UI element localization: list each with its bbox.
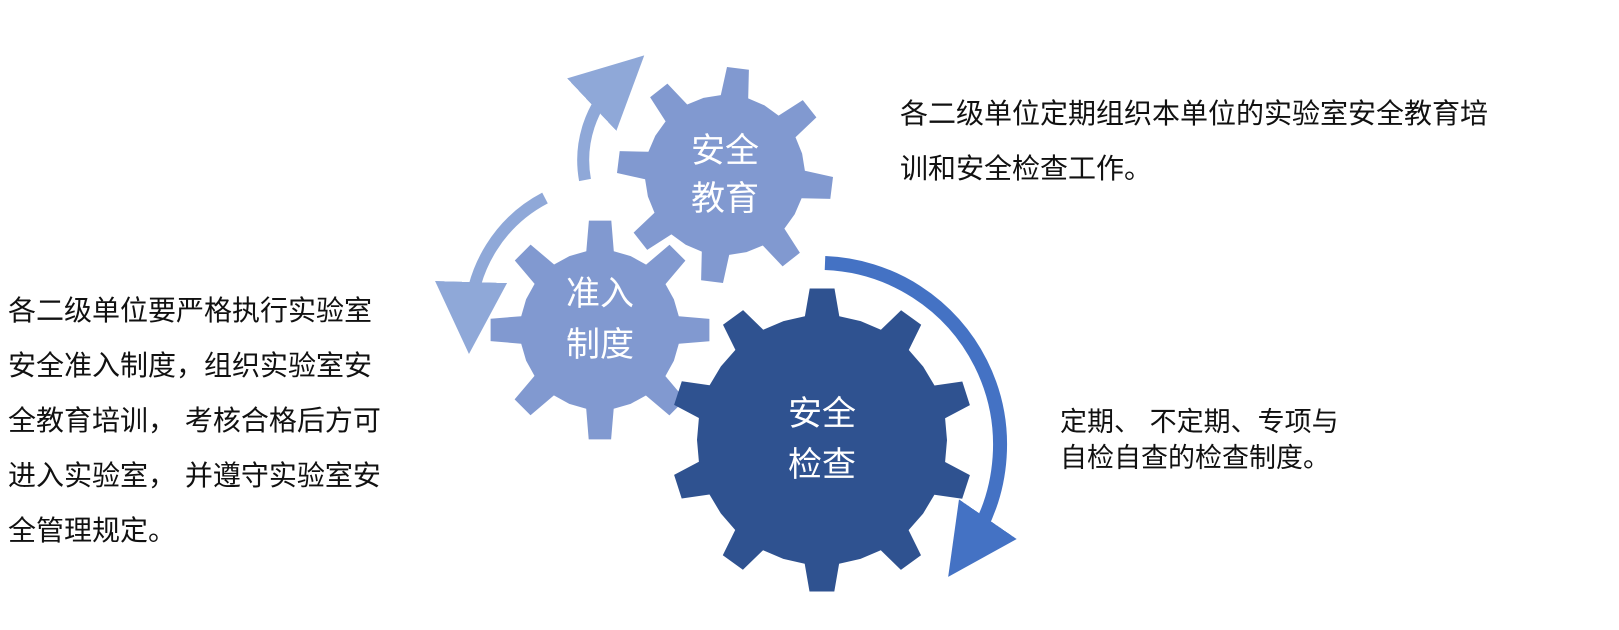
text-line: 安全准入制度，组织实验室安 (8, 349, 373, 382)
text-line: 定期、 不定期、专项与 (1060, 407, 1339, 438)
access-description: 各二级单位要严格执行实验室 安全准入制度，组织实验室安 全教育培训， 考核合格后… (8, 283, 381, 558)
cycle-arrow-top (567, 55, 645, 182)
text-line: 全管理规定。 (8, 514, 177, 547)
gear-education (617, 67, 833, 283)
gear-inspection-label-1: 安全 (788, 394, 856, 434)
gear-education-label-2: 教育 (691, 179, 759, 219)
inspection-description: 定期、 不定期、专项与 自检自查的检查制度。 (1060, 405, 1339, 477)
text-line: 训和安全检查工作。 (900, 152, 1153, 185)
cycle-arrow-right (824, 256, 1017, 577)
text-line: 自检自查的检查制度。 (1060, 443, 1330, 474)
text-line: 各二级单位要严格执行实验室 (8, 294, 373, 327)
education-description: 各二级单位定期组织本单位的实验室安全教育培 训和安全检查工作。 (900, 86, 1488, 196)
gear-access-label-2: 制度 (566, 325, 634, 365)
text-line: 全教育培训， 考核合格后方可 (8, 404, 381, 437)
gear-access (490, 220, 710, 440)
gear-inspection (674, 288, 970, 592)
gear-inspection-label-2: 检查 (788, 445, 856, 485)
text-line: 各二级单位定期组织本单位的实验室安全教育培 (900, 97, 1489, 130)
text-line: 进入实验室， 并遵守实验室安 (8, 459, 381, 492)
gear-access-label-1: 准入 (566, 274, 634, 314)
gear-education-label-1: 安全 (691, 131, 759, 171)
cycle-arrow-left (435, 192, 548, 354)
